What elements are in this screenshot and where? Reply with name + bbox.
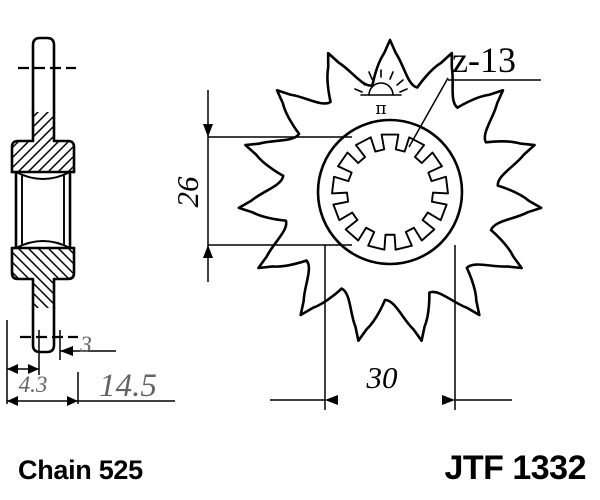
sprocket-spline-outline (331, 133, 449, 251)
part-number-label: JTF 1332 (444, 449, 586, 487)
section-lower-flange (10, 246, 35, 310)
sun-rays (354, 69, 408, 93)
dim-30-text: 30 (366, 360, 399, 395)
dim-14-5-text: 14.5 (99, 368, 157, 404)
z-13-leader-line (408, 77, 449, 148)
sun-symbol: π (354, 69, 408, 119)
dim-4-3-arrow-right (28, 364, 39, 374)
pi-symbol-text: π (375, 99, 386, 119)
section-upper-flange (10, 110, 35, 174)
dim-14-5-arrow-left (7, 396, 18, 406)
dim-26-text: 26 (170, 176, 205, 208)
dim-26-arrow-top (203, 124, 213, 137)
section-lower-flange-right (52, 246, 76, 310)
section-upper-fillet (15, 171, 71, 180)
section-upper-profile (31, 36, 56, 114)
dim-4-3-arrow-left (7, 364, 18, 374)
dim-3-arrow (60, 346, 73, 356)
dimension-3: 3 (59, 330, 116, 360)
dim-26-arrow-bottom (203, 245, 213, 258)
sprocket-bore-circle (316, 118, 464, 266)
sprocket-teeth-outline (237, 38, 543, 342)
section-upper-flange-right (52, 110, 76, 174)
dim-30-arrow-right (442, 395, 455, 405)
dimension-30: 30 (270, 245, 512, 410)
cross-section-view (10, 36, 78, 354)
dim-4-3-text: 4.3 (19, 372, 48, 397)
sprocket-face-view (237, 38, 543, 342)
chain-size-label: Chain 525 (18, 455, 143, 485)
sun-arc (368, 82, 394, 96)
section-lower-fillet (15, 240, 71, 249)
dimension-26: 26 (170, 90, 352, 282)
dimension-4-3: 4.3 (6, 320, 48, 404)
dim-14-5-arrow-right (67, 396, 78, 406)
dimension-14-5: 14.5 (7, 368, 175, 406)
tooth-count-annotation: z-13 (408, 40, 541, 148)
z-13-label-text: z-13 (452, 40, 516, 80)
dim-3-text: 3 (79, 332, 92, 357)
section-lower-profile (31, 306, 56, 354)
dim-30-arrow-left (325, 395, 338, 405)
